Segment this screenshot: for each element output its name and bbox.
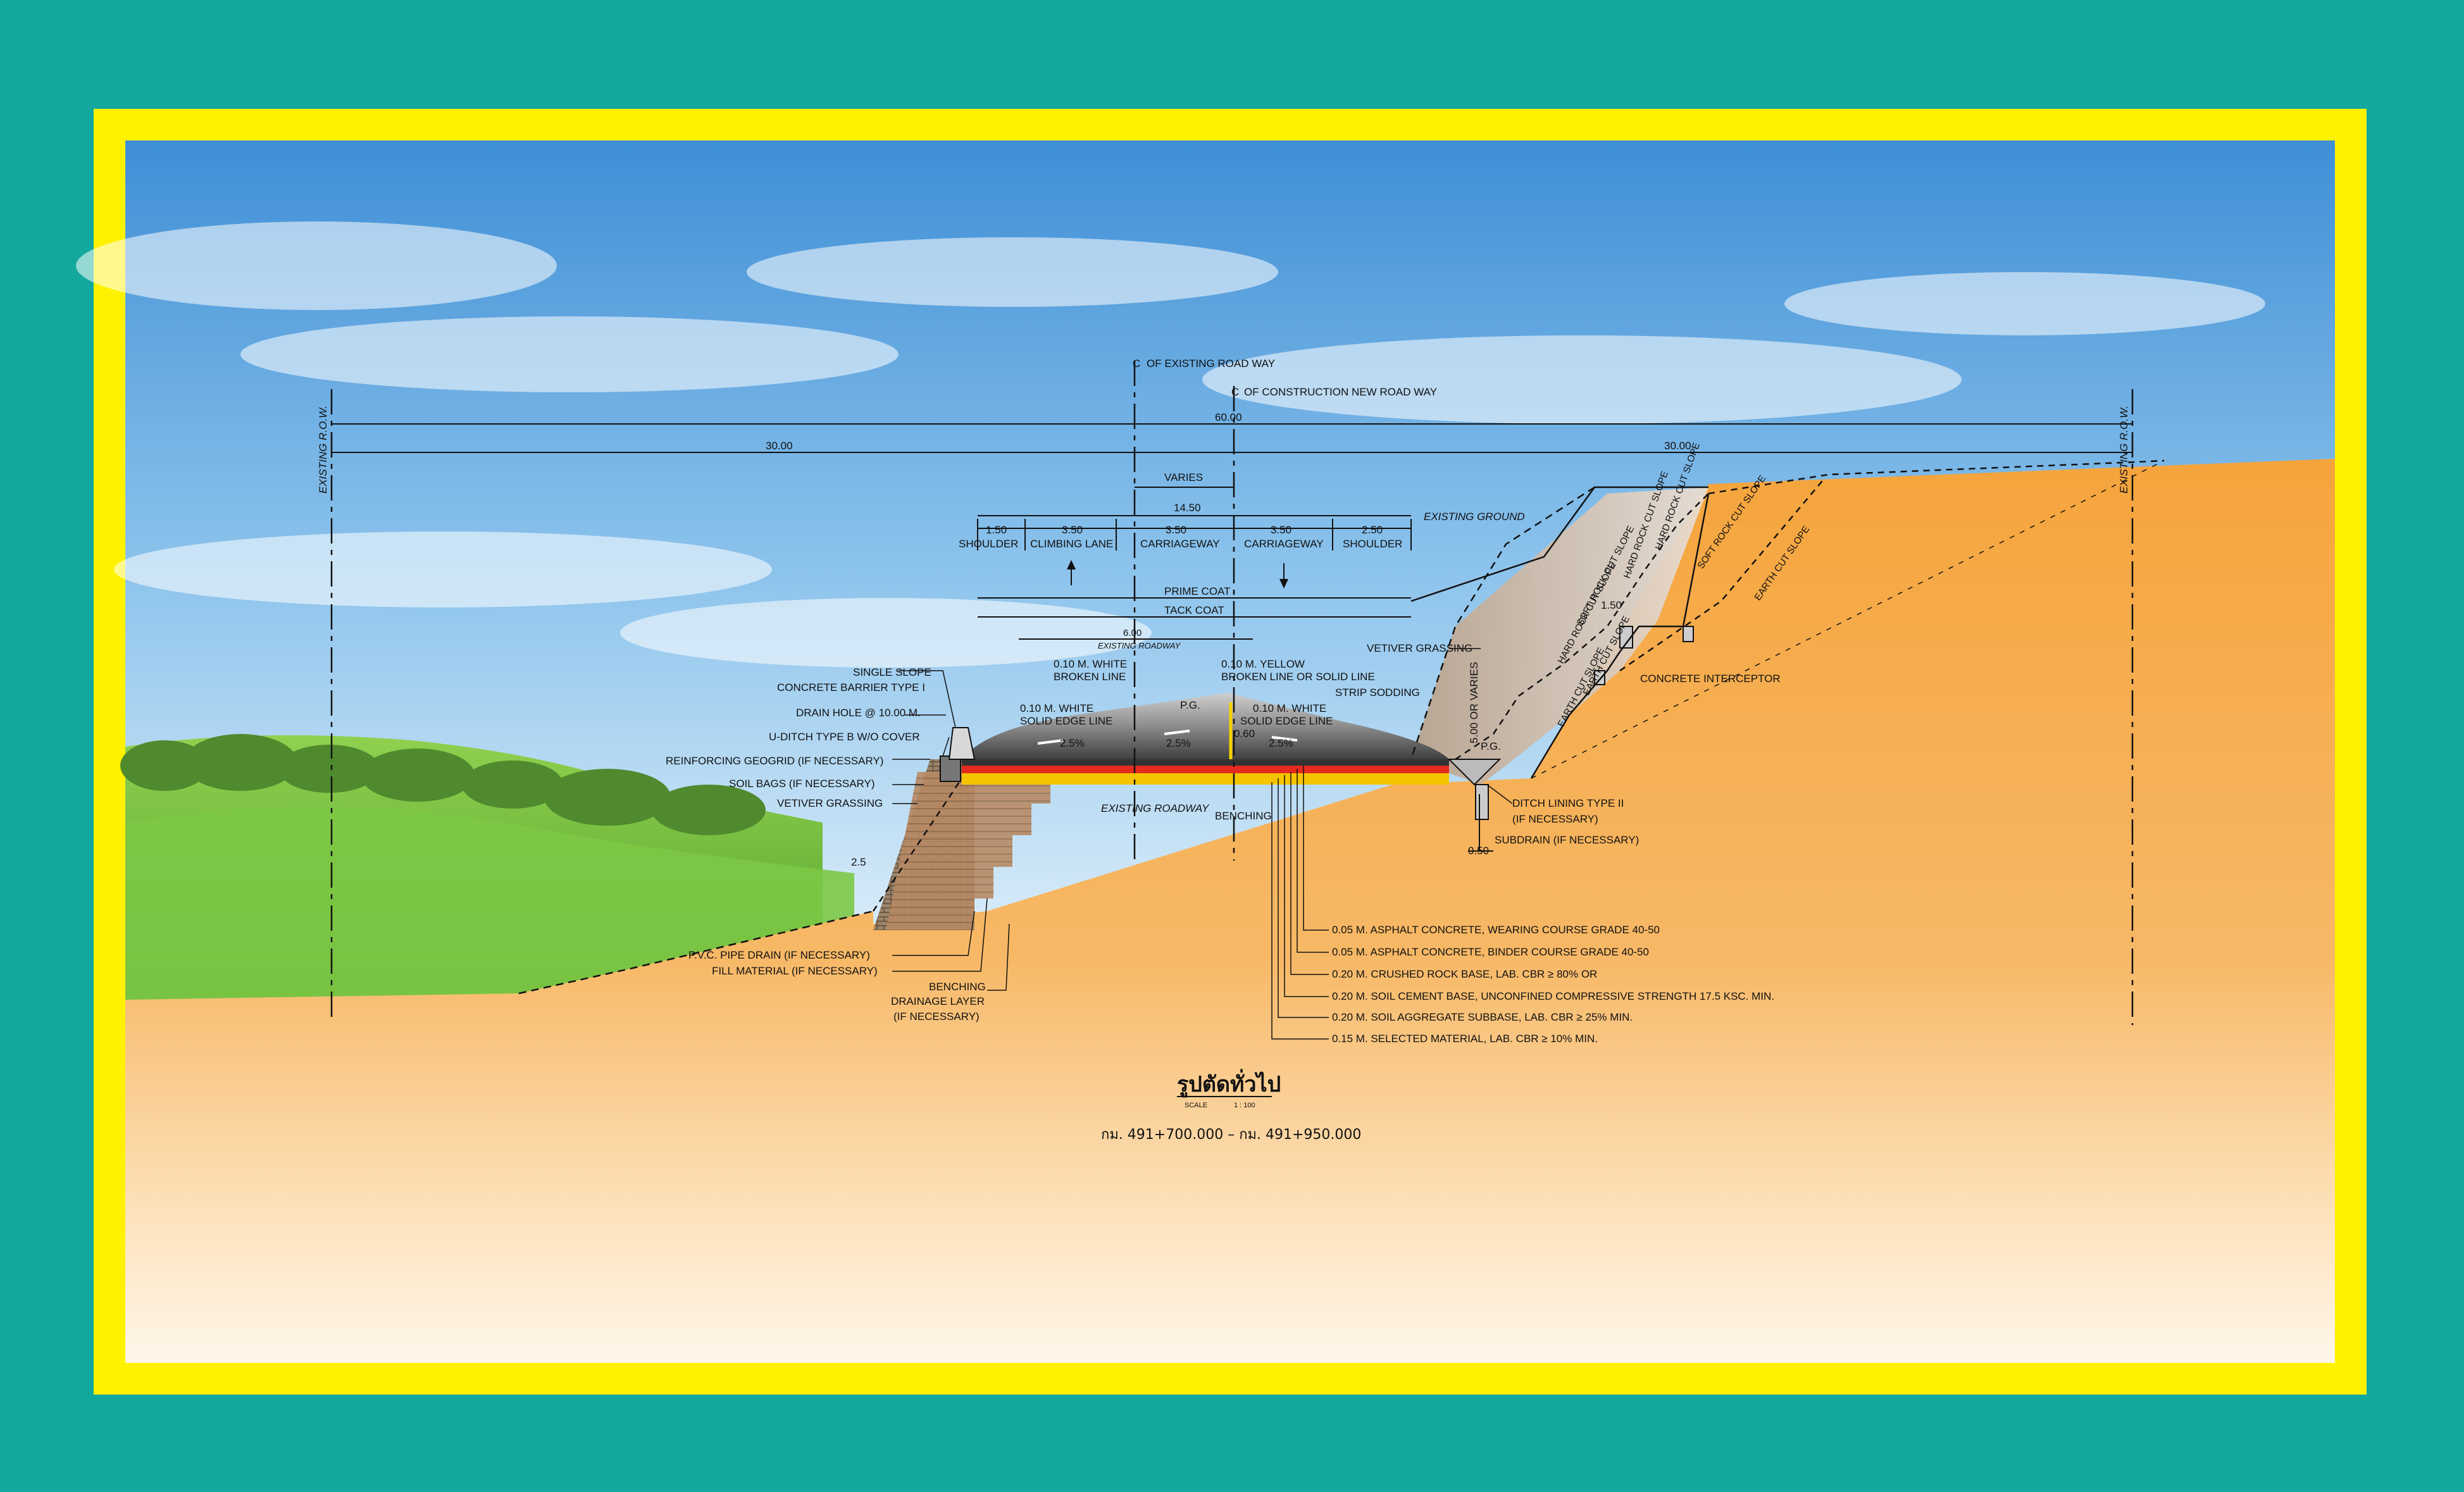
lane-width: 1.50 — [986, 524, 1007, 536]
mark-left-white-2: BROKEN LINE — [1054, 671, 1126, 683]
label-soil-bags: SOIL BAGS (IF NECESSARY) — [729, 778, 875, 790]
layer-label: 0.05 M. ASPHALT CONCRETE, WEARING COURSE… — [1332, 924, 1660, 936]
dim-cut-depth: 5.00 OR VARIES — [1468, 662, 1480, 743]
cut-slope-face — [1411, 487, 1708, 785]
label-geogrid: REINFORCING GEOGRID (IF NECESSARY) — [666, 755, 883, 767]
dim-total: 60.00 — [1215, 411, 1242, 423]
lane-name: CARRIAGEWAY — [1140, 538, 1220, 550]
label-drain-hole: DRAIN HOLE @ 10.00 M. — [796, 707, 921, 719]
label-subdrain: SUBDRAIN (IF NECESSARY) — [1495, 834, 1639, 846]
mark-left-edge-2: SOLID EDGE LINE — [1020, 715, 1112, 727]
lane-width: 2.50 — [1362, 524, 1383, 536]
layer-leaders — [892, 648, 1513, 1040]
crossfall-mid: 2.5% — [1166, 737, 1191, 749]
left-labels: SINGLE SLOPE CONCRETE BARRIER TYPE I DRA… — [666, 666, 931, 868]
label-barrier: CONCRETE BARRIER TYPE I — [777, 681, 925, 693]
row-label-left: EXISTING R.O.W. — [317, 406, 329, 494]
lane-width: 3.50 — [1062, 524, 1083, 536]
label-fill-material: FILL MATERIAL (IF NECESSARY) — [712, 965, 878, 977]
scale-value: 1 : 100 — [1234, 1102, 1255, 1109]
dim-bench: 1.50 — [1601, 599, 1622, 611]
clouds — [76, 221, 2265, 668]
mark-crown: 0.60 — [1234, 728, 1255, 740]
dim-varies: VARIES — [1164, 471, 1203, 483]
chainage-range: กม. 491+700.000 – กม. 491+950.000 — [1101, 1127, 1361, 1143]
lane-name: SHOULDER — [959, 538, 1018, 550]
label-benching-right: BENCHING — [1215, 810, 1272, 822]
layer-callouts: 0.05 M. ASPHALT CONCRETE, WEARING COURSE… — [1332, 924, 1774, 1045]
mark-yellow: 0.10 M. YELLOW — [1221, 658, 1305, 670]
concrete-barrier — [948, 727, 976, 760]
mark-yellow-2: BROKEN LINE OR SOLID LINE — [1221, 671, 1375, 683]
mark-left-white: 0.10 M. WHITE — [1054, 658, 1127, 670]
existing-roadway-top: EXISTING ROADWAY — [1098, 641, 1181, 650]
tree-line — [120, 734, 766, 835]
u-ditch — [940, 755, 961, 782]
lane-width: 3.50 — [1271, 524, 1291, 536]
mark-left-edge: 0.10 M. WHITE — [1020, 702, 1093, 714]
cl-symbol-construction: C — [1231, 386, 1239, 398]
label-concrete-interceptor: CONCRETE INTERCEPTOR — [1640, 673, 1781, 685]
crossfall-right: 2.5% — [1269, 737, 1293, 749]
earth-ground — [125, 459, 2335, 1363]
dim-existing-roadway-width: 6.00 — [1123, 628, 1142, 638]
label-ditch-if: (IF NECESSARY) — [1512, 813, 1598, 825]
label-existing-ground: EXISTING GROUND — [1424, 511, 1525, 523]
dim-subdrain: 0.50 — [1468, 845, 1489, 857]
lane-name: SHOULDER — [1343, 538, 1402, 550]
label-single-slope: SINGLE SLOPE — [853, 666, 931, 678]
prime-coat-label: PRIME COAT — [1164, 585, 1231, 597]
ditch-lining — [1447, 759, 1502, 786]
label-strip-sodding: STRIP SODDING — [1335, 687, 1420, 699]
row-label-right: EXISTING R.O.W. — [2118, 406, 2130, 494]
label-vetiver-right: VETIVER GRASSING — [1367, 642, 1472, 654]
layer-label: 0.20 M. CRUSHED ROCK BASE, LAB. CBR ≥ 80… — [1332, 968, 1597, 980]
cl-label-existing: OF EXISTING ROAD WAY — [1147, 357, 1275, 370]
label-ditch-lining: DITCH LINING TYPE II — [1512, 797, 1624, 809]
dim-left-half: 30.00 — [766, 440, 793, 452]
cl-symbol-existing: C — [1133, 357, 1140, 370]
fill-material — [886, 772, 1050, 930]
lane-markings — [1037, 730, 1298, 745]
label-vetiver-left: VETIVER GRASSING — [777, 797, 883, 809]
mark-pg: P.G. — [1180, 699, 1200, 711]
tack-coat-label: TACK COAT — [1164, 604, 1224, 616]
bottom-left-labels: P.V.C. PIPE DRAIN (IF NECESSARY) FILL MA… — [688, 949, 986, 1023]
mark-right-edge: 0.10 M. WHITE — [1253, 702, 1326, 714]
label-drainage-if: (IF NECESSARY) — [893, 1010, 980, 1023]
dim-paved: 14.50 — [1174, 502, 1201, 514]
scale-label: SCALE — [1185, 1102, 1207, 1109]
lane-labels: 1.50 SHOULDER 3.50 CLIMBING LANE 3.50 CA… — [959, 524, 1402, 550]
crossfall-left: 2.5% — [1060, 737, 1085, 749]
dim-right-half: 30.00 — [1664, 440, 1691, 452]
layer-label: 0.20 M. SOIL CEMENT BASE, UNCONFINED COM… — [1332, 990, 1774, 1002]
cl-label-construction: OF CONSTRUCTION NEW ROAD WAY — [1244, 386, 1437, 398]
arrow-up-icon — [1067, 560, 1076, 569]
layer-label: 0.05 M. ASPHALT CONCRETE, BINDER COURSE … — [1332, 946, 1649, 958]
lane-name: CLIMBING LANE — [1030, 538, 1113, 550]
lane-width: 3.50 — [1166, 524, 1186, 536]
label-pg-right: P.G. — [1481, 740, 1501, 752]
layer-label: 0.15 M. SELECTED MATERIAL, LAB. CBR ≥ 10… — [1332, 1033, 1598, 1045]
mark-right-edge-2: SOLID EDGE LINE — [1240, 715, 1333, 727]
drawing-title: รูปตัดทั่วไป — [1177, 1069, 1281, 1098]
label-drainage-layer: DRAINAGE LAYER — [891, 995, 985, 1007]
label-u-ditch: U-DITCH TYPE B W/O COVER — [769, 731, 920, 743]
layer-asphalt — [962, 759, 1449, 766]
subdrain — [1475, 784, 1489, 820]
dimension-lines — [332, 423, 2132, 852]
concrete-interceptor — [1619, 626, 1633, 649]
label-existing-roadway: EXISTING ROADWAY — [1101, 802, 1210, 814]
label-benching-left: BENCHING — [929, 981, 986, 993]
arrow-down-icon — [1279, 579, 1288, 588]
layer-label: 0.20 M. SOIL AGGREGATE SUBBASE, LAB. CBR… — [1332, 1011, 1633, 1023]
road-surface — [962, 693, 1449, 759]
fill-slope-ratio: 2.5 — [851, 856, 866, 868]
lane-name: CARRIAGEWAY — [1244, 538, 1324, 550]
cut-slope-lines — [518, 459, 2165, 995]
label-pvc-pipe: P.V.C. PIPE DRAIN (IF NECESSARY) — [688, 949, 870, 961]
